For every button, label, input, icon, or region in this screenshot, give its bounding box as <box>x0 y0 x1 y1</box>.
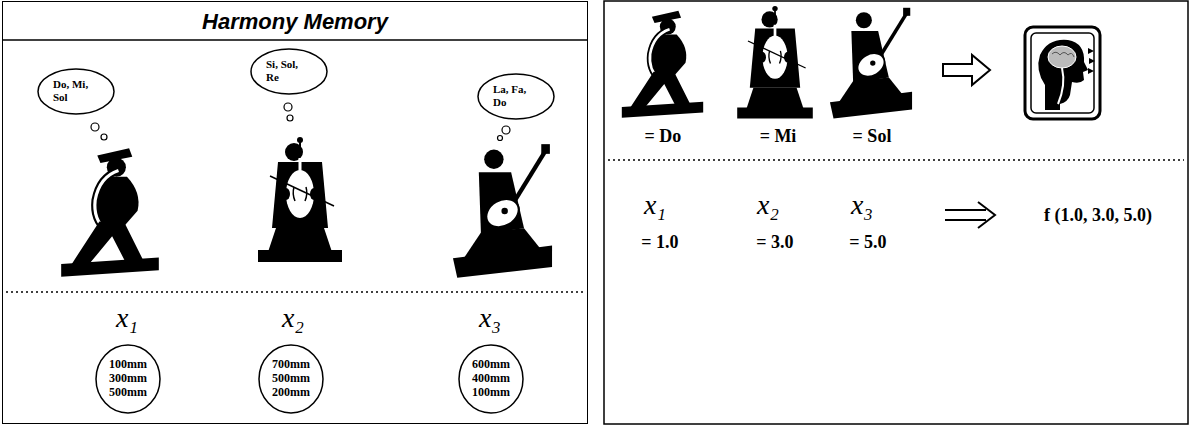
saxophone-player <box>61 148 159 276</box>
thought-bubble: Si, Sol, Re <box>250 48 328 95</box>
thought-dot <box>284 103 292 111</box>
node-text: Si, Sol, Re <box>266 58 312 83</box>
function-call: f (1.0, 3.0, 5.0) <box>1044 205 1152 226</box>
dotted-divider <box>608 159 1184 161</box>
thought-dot <box>91 123 99 131</box>
thought-dot <box>502 126 510 134</box>
violin-player <box>258 137 342 262</box>
variable-name: x₃ <box>479 302 501 334</box>
note-value: = Sol <box>853 126 892 147</box>
dotted-divider <box>6 291 584 293</box>
node-text: 600mm 400mm 100mm <box>472 358 510 399</box>
note-value: = Mi <box>760 126 797 147</box>
saxophone-player <box>622 11 703 118</box>
value-oval: 100mm 300mm 500mm <box>95 344 161 414</box>
variable-value: = 5.0 <box>849 232 886 253</box>
ellipse-outline <box>251 49 327 94</box>
node-text: 100mm 300mm 500mm <box>109 358 147 399</box>
ellipse-outline <box>478 74 554 119</box>
variable-value: = 3.0 <box>756 232 793 253</box>
outline <box>477 73 555 120</box>
panel-frame <box>604 1 1188 424</box>
variable-name: x₁ <box>116 302 138 334</box>
value-oval: 700mm 500mm 200mm <box>258 344 324 414</box>
node-text: La, Fa, Do <box>493 83 539 108</box>
variable-name: x₂ <box>757 189 779 221</box>
header-rule <box>2 39 588 41</box>
thought-dot <box>287 115 293 121</box>
value-oval: 600mm 400mm 100mm <box>458 344 524 414</box>
note-value: = Do <box>645 126 682 147</box>
hollow-arrow <box>943 55 990 85</box>
thought-dot <box>498 136 503 141</box>
ellipse-outline <box>38 69 114 114</box>
variable-name: x₂ <box>282 302 304 334</box>
node-text: Do, Mi, Sol <box>53 78 99 103</box>
variable-name: x₁ <box>644 189 666 221</box>
violin-player <box>737 6 813 119</box>
variable-value: = 1.0 <box>641 232 678 253</box>
ellipse-outline <box>259 345 323 413</box>
thought-bubble: Do, Mi, Sol <box>37 68 115 115</box>
ellipse-outline <box>459 345 523 413</box>
outline <box>37 68 115 115</box>
variable-name: x₃ <box>851 189 873 221</box>
guitar-player <box>830 8 912 119</box>
thought-bubble: La, Fa, Do <box>477 73 555 120</box>
node-text: 700mm 500mm 200mm <box>272 358 310 399</box>
double-arrow <box>945 202 995 228</box>
head-icon <box>1025 27 1100 119</box>
thought-dot <box>101 134 107 140</box>
ellipse-outline <box>96 345 160 413</box>
node-text: Harmony Memory <box>3 9 587 35</box>
memory-panel: Do, Mi, Sol Si, Sol, Re La, Fa, Do 100mm 30… <box>2 1 588 424</box>
guitar-player <box>453 144 552 278</box>
outline <box>250 48 328 95</box>
